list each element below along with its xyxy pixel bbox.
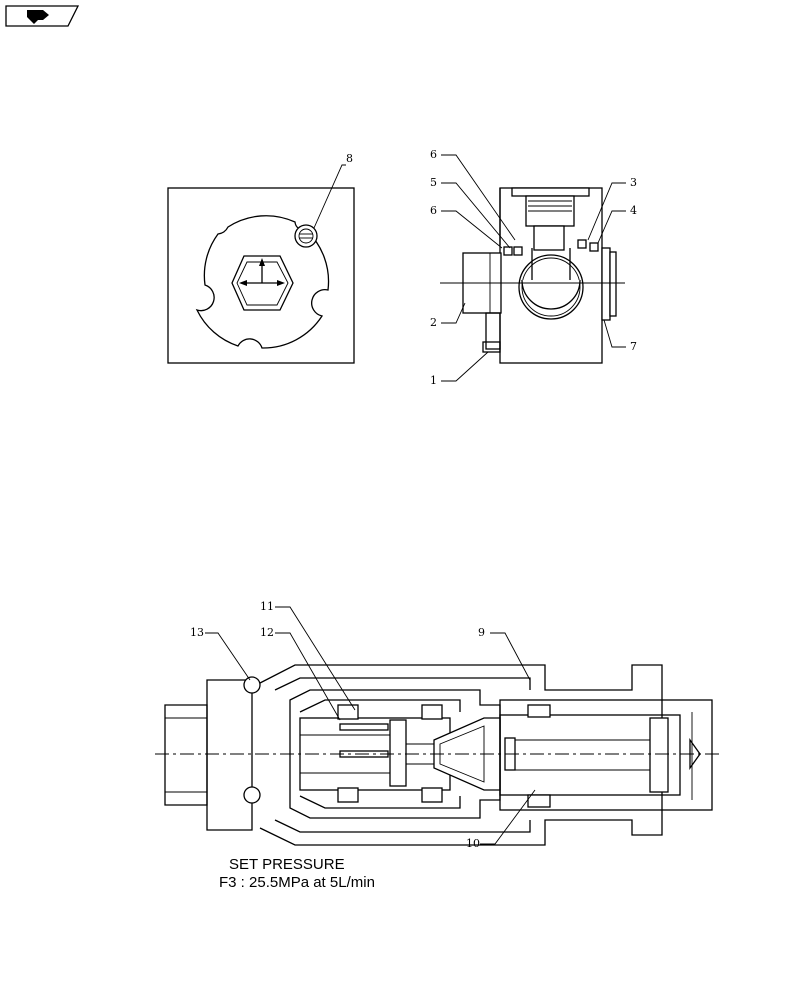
callout-11: 11: [260, 600, 274, 613]
next-page-arrow-icon[interactable]: [5, 5, 80, 27]
set-pressure-title: SET PRESSURE: [229, 856, 345, 873]
callout-6a: 6: [430, 148, 437, 161]
callout-12: 12: [260, 626, 274, 639]
callout-4: 4: [630, 204, 637, 217]
callout-7: 7: [630, 340, 637, 353]
callout-13: 13: [190, 626, 204, 639]
callout-6b: 6: [430, 204, 437, 217]
relief-valve-section: [155, 606, 720, 846]
set-pressure-value: F3 : 25.5MPa at 5L/min: [219, 874, 375, 891]
callout-2: 2: [430, 316, 437, 329]
front-view: [167, 164, 355, 364]
callout-10: 10: [466, 837, 480, 850]
callout-3: 3: [630, 176, 637, 189]
callout-5: 5: [430, 176, 437, 189]
callout-1: 1: [430, 374, 437, 387]
side-view: [440, 154, 626, 382]
callout-8: 8: [346, 152, 353, 165]
callout-9: 9: [478, 626, 485, 639]
